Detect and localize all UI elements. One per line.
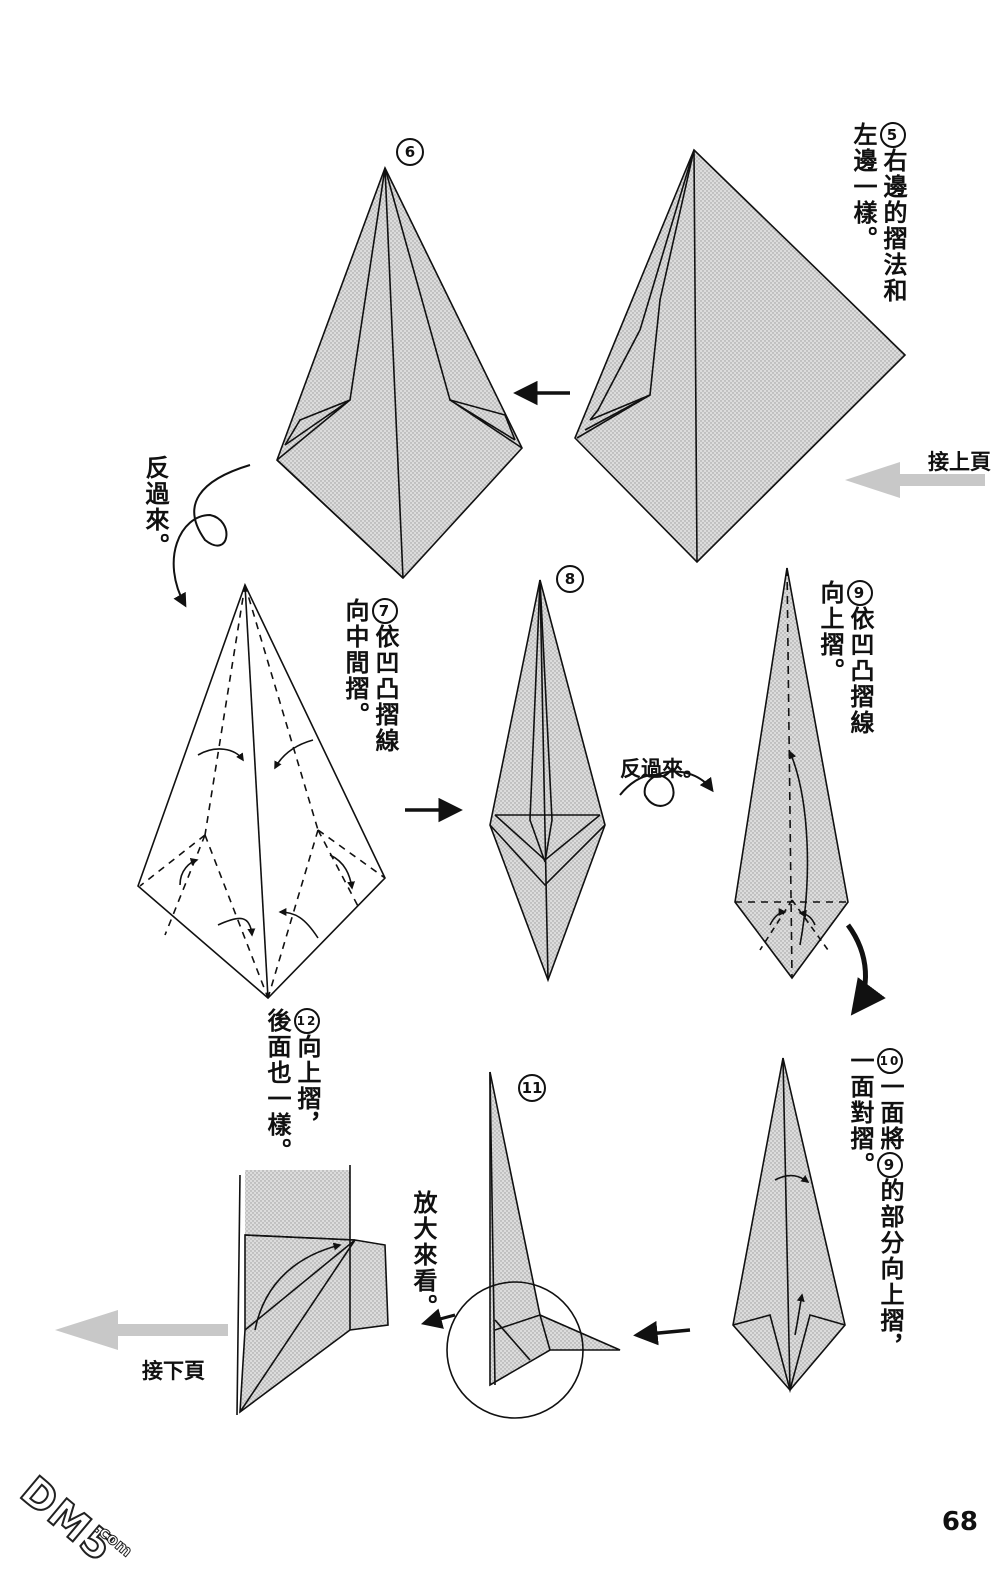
- step6-number: 6: [396, 138, 424, 166]
- arrow-10-to-11: [633, 1320, 691, 1346]
- step10-figure: [732, 1057, 846, 1394]
- continue-next-label: 接下頁: [142, 1359, 205, 1383]
- step8-figure: [489, 579, 606, 983]
- step11-figure: [489, 1071, 621, 1387]
- step7-number: 7: [372, 598, 398, 624]
- step9-number: 9: [847, 580, 873, 606]
- step8-number: 8: [556, 565, 584, 593]
- step12-text: 12向上摺， 後面也一樣。: [262, 1008, 322, 1164]
- step10-line2: 一面對摺。: [846, 1048, 874, 1178]
- flip-arrow-2: [619, 770, 714, 807]
- step6-figure: [276, 165, 523, 580]
- step12-line1: 向上摺，: [293, 1034, 321, 1138]
- flip-over-label-1: 反過來。: [141, 455, 169, 559]
- arrow-9-to-10: [845, 923, 886, 1016]
- step9-text: 9依凹凸摺線 向上摺。: [815, 580, 875, 736]
- continue-prev-label: 接上頁: [928, 450, 991, 474]
- step10-ref-number: 9: [877, 1152, 903, 1178]
- step5-line1: 右邊的摺法和: [879, 148, 907, 304]
- step9-line1: 依凹凸摺線: [846, 606, 874, 736]
- step9-figure: [734, 567, 849, 980]
- continue-prev-arrow: [845, 462, 985, 498]
- step7-line2: 向中間摺。: [341, 598, 369, 728]
- step5-figure: [574, 148, 907, 564]
- step11-number: 11: [518, 1074, 546, 1102]
- step5-line2: 左邊一樣。: [849, 122, 877, 252]
- step5-text: 5右邊的摺法和 左邊一樣。: [848, 122, 908, 304]
- step12-line2: 後面也一樣。: [263, 1008, 291, 1164]
- flip-arrow-1: [172, 464, 251, 608]
- step7-figure: [137, 582, 386, 1000]
- step10-text: 10一面將9的部分向上摺， 一面對摺。: [845, 1048, 905, 1360]
- step12-figure: [236, 1165, 389, 1416]
- zoom-circle: [446, 1281, 584, 1419]
- step9-line2: 向上摺。: [816, 580, 844, 684]
- step5-number: 5: [880, 122, 906, 148]
- page-number: 68: [941, 1507, 978, 1537]
- step10-line1a: 一面將: [876, 1074, 904, 1152]
- step7-text: 7依凹凸摺線 向中間摺。: [340, 598, 400, 754]
- step10-number: 10: [877, 1048, 903, 1074]
- flip-over-label-2: 反過來。: [620, 757, 704, 781]
- step7-line1: 依凹凸摺線: [371, 624, 399, 754]
- continue-next-arrow: [55, 1310, 228, 1350]
- zoom-arrow: [420, 1308, 456, 1329]
- step12-number: 12: [294, 1008, 320, 1034]
- zoom-label: 放大來看。: [409, 1190, 437, 1320]
- step10-line1b: 的部分向上摺，: [876, 1178, 904, 1360]
